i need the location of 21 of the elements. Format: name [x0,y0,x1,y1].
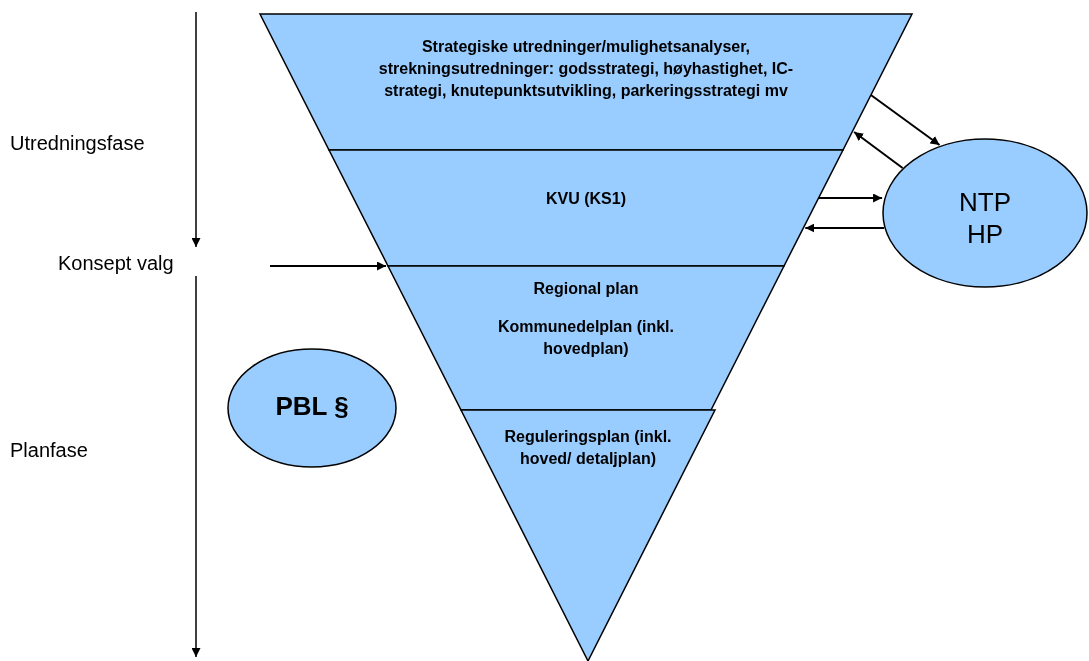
phase-label: Planfase [10,439,88,462]
funnel-band [388,266,784,410]
band-text: KVU (KS1) [546,189,626,209]
phase-label: Konsept valg [58,252,174,275]
funnel-band [329,150,843,266]
funnel-band [461,410,715,661]
phase-label: Utredningsfase [10,132,145,155]
arrow [853,131,904,169]
band-text: Strategiske utredninger/mulighetsanalyser, strekningsutredninger: godsstrategi, høyhastighet, IC-strategi, knutepunktsutvikling, parkeringsstrategi mv [377,37,795,101]
arrow [804,223,886,233]
arrow [817,193,884,203]
band-text: Regional plan [533,279,639,299]
band-text: PBL § [275,390,349,422]
arrow [869,94,941,146]
funnel-band [260,14,912,150]
ellipse [882,138,1088,288]
arrow [269,261,387,271]
ellipse [227,348,397,468]
band-text: NTP HP [958,186,1012,250]
band-text: Reguleringsplan (inkl. hoved/ detaljplan) [503,427,673,469]
band-text: Kommunedelplan (inkl. hovedplan) [497,317,675,359]
